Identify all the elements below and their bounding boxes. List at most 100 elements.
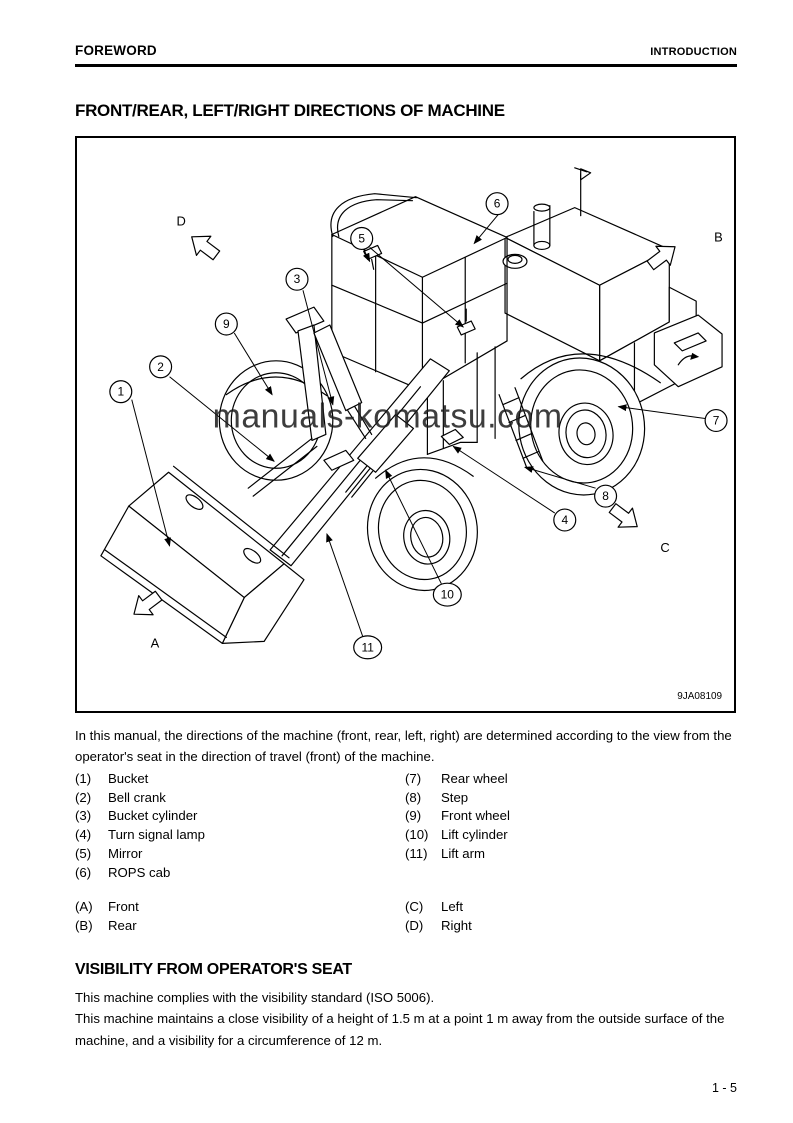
header-left: FOREWORD: [75, 43, 157, 58]
bucket: [100, 465, 305, 644]
callout-11: 11: [353, 635, 383, 660]
callout-10: 10: [432, 582, 462, 607]
front-right-wheel: [366, 468, 478, 592]
visibility-paragraph-2: This machine maintains a close visibilit…: [75, 1011, 725, 1048]
item-number: (2): [75, 789, 92, 805]
header-right: INTRODUCTION: [650, 46, 737, 58]
bell-crank: [285, 306, 327, 442]
item-number: (7): [405, 771, 422, 786]
item-number: (11): [405, 845, 428, 861]
item-label: Bucket cylinder: [108, 808, 198, 824]
bucket-cylinder: [247, 324, 373, 497]
direction-arrow-a: [133, 590, 163, 616]
list-item: (5) Mirror: [75, 845, 395, 864]
svg-text:9: 9: [223, 317, 230, 331]
letters-list-left: (A)Front (B) Rear: [75, 898, 395, 935]
svg-text:8: 8: [602, 489, 609, 503]
exhaust-stack: [533, 203, 551, 251]
item-number: (1): [75, 771, 92, 786]
list-item: (10) Lift cylinder: [405, 826, 735, 845]
parts-list-left: (1) Bucket (2) Bell crank (3) Bucket cylind…: [75, 770, 395, 882]
parts-list-right: (7) Rear wheel (8) Step (9)Front wheel (10…: [405, 770, 735, 864]
item-number: (8): [405, 789, 422, 805]
callout-8: 8: [594, 484, 618, 508]
item-label: Step: [441, 789, 469, 805]
header-rule: [75, 64, 737, 67]
figure-code: 9JA08109: [677, 691, 722, 702]
callouts: 1 2 3 4 5: [109, 192, 728, 660]
letters-list-right: (C) Left (D) Right: [405, 898, 735, 935]
rear-wheel: [518, 357, 646, 496]
list-item: (3) Bucket cylinder: [75, 807, 395, 826]
item-number: (A): [75, 899, 93, 914]
direction-label-c: C: [660, 540, 669, 555]
item-label: Rear wheel: [441, 771, 508, 786]
list-item: (1) Bucket: [75, 770, 395, 789]
item-number: (10): [405, 827, 429, 843]
list-item: (9)Front wheel: [405, 807, 735, 826]
list-item: (D) Right: [405, 917, 735, 936]
item-label: Bell crank: [108, 789, 166, 805]
svg-text:4: 4: [561, 513, 568, 527]
callout-2: 2: [149, 355, 173, 379]
watermark: manuals-komatsu.com: [213, 397, 563, 435]
item-number: (5): [75, 845, 92, 861]
callout-6: 6: [485, 192, 509, 216]
svg-text:6: 6: [494, 197, 501, 211]
wheel-loader-illustration: [100, 167, 723, 644]
list-item: (C) Left: [405, 898, 735, 917]
item-number: (4): [75, 827, 92, 843]
item-number: (6): [75, 864, 92, 880]
direction-arrows: D B C A: [133, 214, 723, 650]
antenna: [574, 167, 592, 217]
visibility-section-title: VISIBILITY FROM OPERATOR'S SEAT: [75, 961, 352, 978]
lift-cylinder: [345, 413, 415, 498]
machine-figure-svg: 1 2 3 4 5: [100, 167, 728, 702]
item-label: Lift cylinder: [441, 827, 508, 843]
turn-signal-lamp: [440, 428, 464, 445]
list-item: (4) Turn signal lamp: [75, 826, 395, 845]
item-number: (B): [75, 917, 93, 933]
callout-5: 5: [350, 226, 374, 251]
list-item: (6) ROPS cab: [75, 864, 395, 883]
list-item: (8) Step: [405, 789, 735, 808]
svg-text:3: 3: [294, 272, 301, 286]
list-item: (B) Rear: [75, 917, 395, 936]
callout-7: 7: [704, 408, 728, 433]
svg-text:10: 10: [441, 588, 455, 602]
list-item: (A)Front: [75, 898, 395, 917]
list-item: (2) Bell crank: [75, 789, 395, 808]
direction-arrow-b: [646, 245, 676, 271]
direction-label-d: D: [177, 214, 186, 229]
item-number: (C): [405, 899, 424, 914]
visibility-paragraph-1: This machine complies with the visibilit…: [75, 990, 435, 1005]
svg-text:7: 7: [713, 414, 720, 428]
item-label: Mirror: [108, 845, 143, 861]
svg-text:2: 2: [157, 360, 164, 374]
svg-text:11: 11: [361, 640, 374, 654]
item-number: (9): [405, 808, 422, 824]
lift-arm: [269, 358, 450, 567]
direction-arrow-c: [608, 503, 638, 528]
item-number: (D): [405, 917, 424, 933]
machine-directions-figure: 1 2 3 4 5: [75, 136, 736, 713]
item-number: (3): [75, 808, 92, 824]
rops-cab: [330, 193, 508, 392]
callout-9: 9: [214, 312, 238, 336]
item-label: Lift arm: [441, 845, 485, 861]
callout-1: 1: [109, 380, 133, 404]
callout-3: 3: [285, 267, 309, 291]
item-label: ROPS cab: [108, 864, 171, 880]
direction-label-b: B: [714, 229, 723, 244]
directions-section-title: FRONT/REAR, LEFT/RIGHT DIRECTIONS OF MAC…: [75, 101, 505, 120]
rear-fender: [520, 353, 661, 384]
item-label: Left: [441, 899, 463, 914]
step: [498, 387, 544, 469]
list-item: (11) Lift arm: [405, 845, 735, 864]
item-label: Rear: [108, 917, 137, 933]
item-label: Turn signal lamp: [108, 827, 205, 843]
item-label: Bucket: [108, 771, 149, 786]
svg-text:1: 1: [117, 385, 124, 399]
item-label: Right: [441, 917, 472, 933]
